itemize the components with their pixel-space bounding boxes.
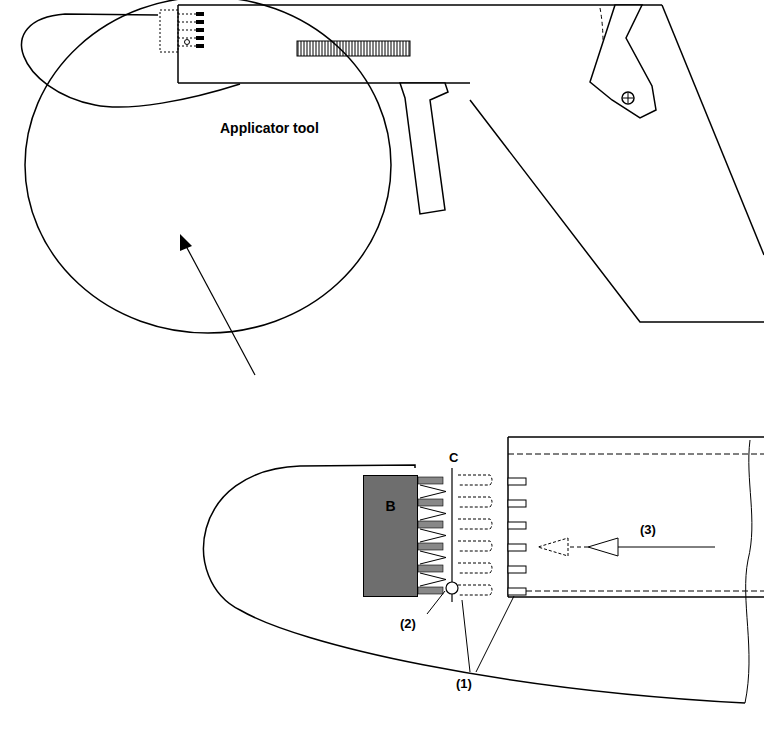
housing-block: B xyxy=(363,475,418,597)
staple-hook xyxy=(458,475,492,485)
staple-leg xyxy=(508,478,526,485)
part-letter: B xyxy=(385,476,395,514)
staple-hook xyxy=(458,541,492,551)
finger-bar xyxy=(418,477,443,484)
callout-number: (1) xyxy=(456,676,472,691)
movement-arrow xyxy=(538,538,715,556)
spring xyxy=(420,573,446,586)
magnifier-circle xyxy=(25,0,391,333)
spring xyxy=(420,485,446,498)
spring xyxy=(420,529,446,542)
finger-bar xyxy=(418,521,443,528)
finger-bar xyxy=(418,587,443,594)
zoom-arrow xyxy=(180,234,255,375)
staple-hook xyxy=(458,519,492,529)
leader-lines xyxy=(427,591,514,672)
staple-hook xyxy=(458,563,492,573)
staple-leg xyxy=(508,500,526,507)
tissue-outline-enlarged xyxy=(204,465,745,703)
staple-hook xyxy=(458,497,492,507)
tissue-outline xyxy=(22,14,240,107)
break-line xyxy=(745,440,752,703)
staple-hook xyxy=(458,585,492,595)
finger-bar xyxy=(418,543,443,550)
spring xyxy=(420,551,446,564)
plane-letter: C xyxy=(449,450,458,465)
callout-number: (3) xyxy=(640,522,656,537)
staple-leg xyxy=(508,588,526,595)
ball-element xyxy=(446,582,458,594)
spring xyxy=(420,507,446,520)
tool-body xyxy=(160,5,764,322)
barrel-enlarged xyxy=(508,437,764,597)
staple-mechanism xyxy=(418,475,526,595)
finger-bar xyxy=(418,565,443,572)
finger-bar xyxy=(418,499,443,506)
staple-leg xyxy=(508,522,526,529)
callout-number: (2) xyxy=(400,616,416,631)
figure-caption: Applicator tool xyxy=(220,120,319,136)
staple-leg xyxy=(508,544,526,551)
staple-leg xyxy=(508,566,526,573)
